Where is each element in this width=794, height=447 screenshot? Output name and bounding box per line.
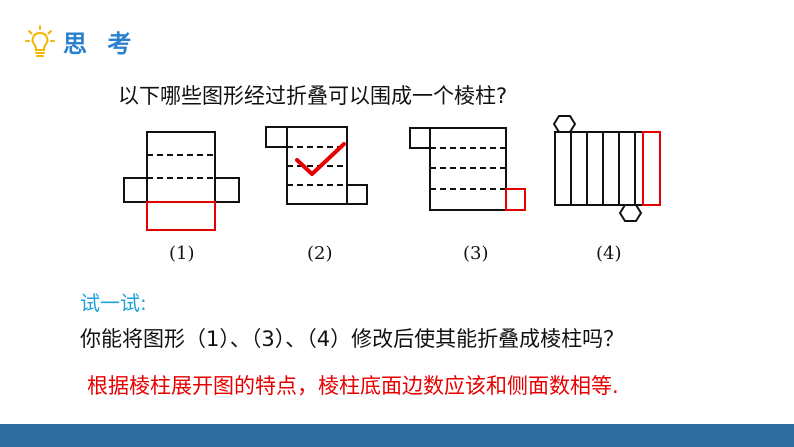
try-label: 试一试: xyxy=(80,291,147,315)
check-icon xyxy=(295,142,346,176)
figure-2-label: (2) xyxy=(307,243,333,264)
header-title: 思 考 xyxy=(63,30,138,58)
figure-3-label: (3) xyxy=(463,243,489,264)
net-figure-2 xyxy=(265,126,368,205)
question-text: 以下哪些图形经过折叠可以围成一个棱柱? xyxy=(118,84,508,108)
lightbulb-icon xyxy=(25,24,55,57)
header: 思 考 xyxy=(25,24,137,59)
figure-1-label: (1) xyxy=(169,243,195,264)
figure-4-label: (4) xyxy=(596,243,622,264)
net-figure-1 xyxy=(123,131,240,231)
modify-question: 你能将图形（1）、（3）、（4）修改后使其能折叠成棱柱吗？ xyxy=(80,327,625,351)
answer-text: 根据棱柱展开图的特点，棱柱底面边数应该和侧面数相等. xyxy=(87,374,619,398)
net-figure-3 xyxy=(409,127,526,211)
net-figure-4 xyxy=(552,115,661,222)
bottom-bar xyxy=(0,424,794,447)
